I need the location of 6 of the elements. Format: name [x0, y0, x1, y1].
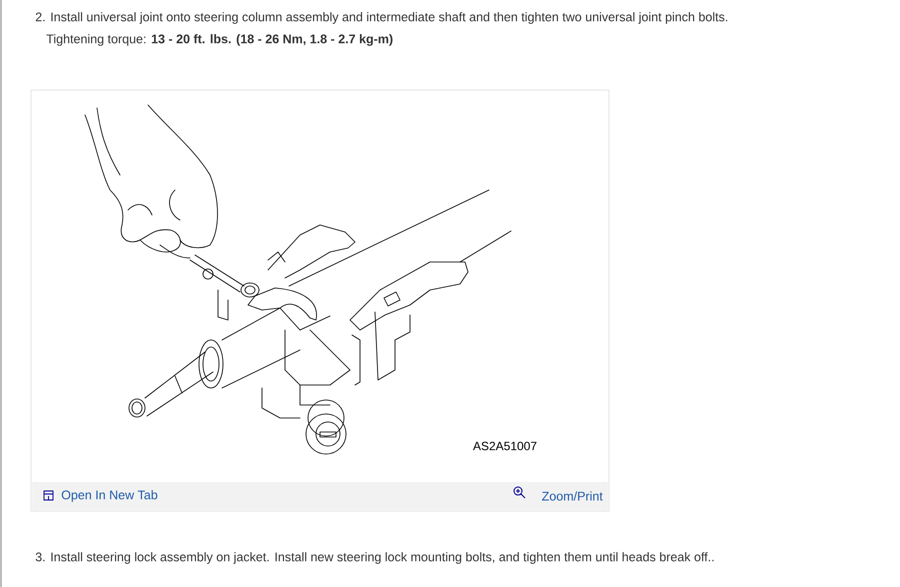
open-tab-link: Open In New Tab — [62, 490, 158, 502]
torque-text: Tightening torque: 13 - 20 ft. lbs. (18 - 26 Nm, 1.8 - 2.7 kg-m) — [46, 34, 392, 46]
instruction-text: 3. Install steering lock assembly on jacket. Install new steering lock mounting bolts, and tighten them until heads break off.. — [36, 552, 714, 564]
instruction-text: 2. Install universal joint onto steering column assembly and intermediate shaft and then tighten two universal joint pinch bolts. — [36, 12, 728, 24]
zoom-link: Zoom/Print — [542, 491, 603, 501]
figure-code: AS2A51007 — [473, 442, 536, 450]
